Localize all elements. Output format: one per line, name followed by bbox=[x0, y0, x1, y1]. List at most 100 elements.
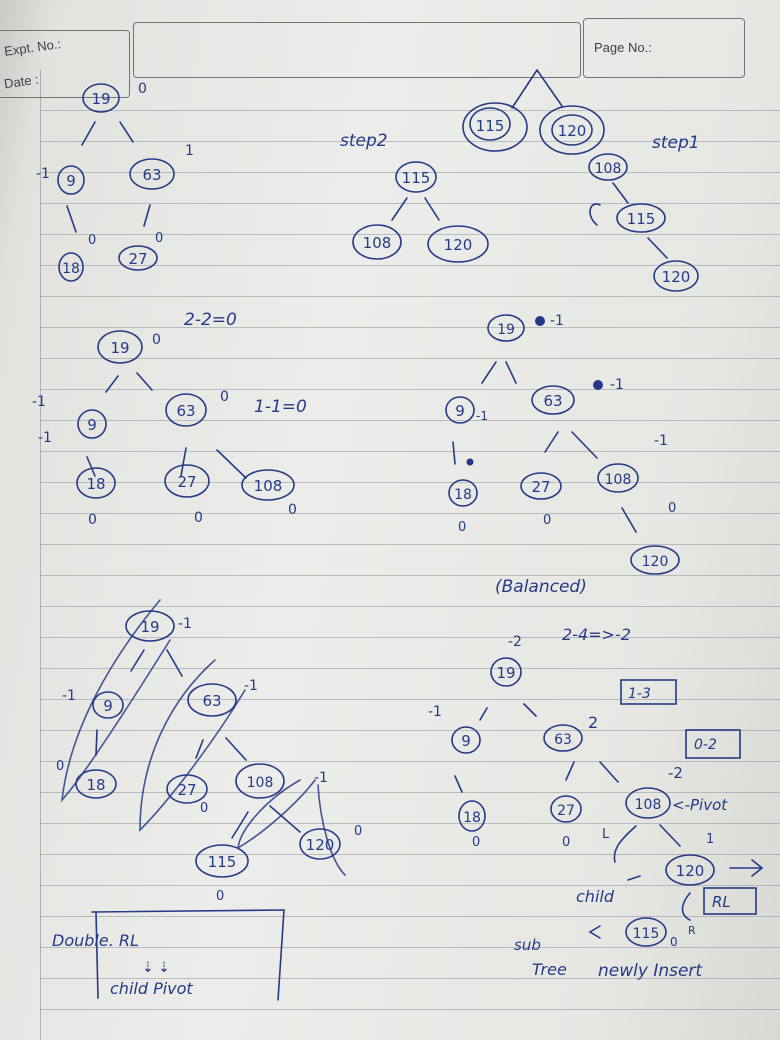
balance-0: 0 bbox=[138, 81, 147, 97]
ruled-line bbox=[40, 234, 780, 235]
ruled-line bbox=[40, 668, 780, 669]
balance-neg1: -1 bbox=[550, 313, 564, 329]
rotation-steps: 115 120 step2 115 108 120 step1 108 115 … bbox=[340, 69, 700, 292]
balance-neg1: -1 bbox=[428, 704, 442, 720]
step2-label: step2 bbox=[340, 131, 388, 151]
balance-1: 1 bbox=[706, 832, 714, 847]
newly-insert-label: newly Insert bbox=[598, 961, 703, 981]
tree-a: 19 0 9 -1 63 1 18 0 27 0 bbox=[36, 81, 194, 282]
balance-0: 0 bbox=[155, 231, 163, 246]
ruled-line bbox=[40, 823, 780, 824]
balance-0: 0 bbox=[88, 512, 97, 528]
ruled-line bbox=[40, 730, 780, 731]
ruled-line bbox=[40, 451, 780, 452]
margin-line bbox=[40, 70, 41, 1040]
node-18: 18 bbox=[454, 487, 472, 503]
child-label: child bbox=[576, 887, 615, 906]
node-27: 27 bbox=[128, 250, 147, 268]
node-19: 19 bbox=[496, 664, 515, 682]
balance-2: 2 bbox=[588, 713, 598, 732]
balance-0: 0 bbox=[56, 759, 64, 774]
node-120: 120 bbox=[558, 122, 587, 140]
rotation-L: L bbox=[602, 827, 610, 842]
balance-0: 0 bbox=[472, 835, 480, 850]
ruled-line bbox=[40, 513, 780, 514]
tree-d: 19 -1 9 -1 63 -1 18 0 27 0 108 115 0 120… bbox=[56, 599, 362, 904]
node-120: 120 bbox=[676, 862, 705, 880]
ruled-line bbox=[40, 792, 780, 793]
node-9: 9 bbox=[87, 416, 97, 434]
ruled-line bbox=[40, 978, 780, 979]
page-no-box bbox=[583, 18, 745, 78]
tree-e: -2 2-4=>-2 19 -1 9 63 2 1-3 0-2 18 0 27 … bbox=[428, 625, 764, 981]
ruled-line bbox=[40, 482, 780, 483]
balance-neg1: -1 bbox=[476, 409, 488, 423]
balance-0: 0 bbox=[194, 510, 203, 526]
balance-0: 0 bbox=[670, 935, 678, 949]
balance-0: 0 bbox=[288, 502, 297, 518]
page-no-label: Page No.: bbox=[594, 40, 652, 55]
balance-1: 1 bbox=[185, 143, 194, 159]
node-115: 115 bbox=[402, 169, 431, 187]
node-115: 115 bbox=[476, 117, 505, 135]
node-108: 108 bbox=[247, 775, 274, 791]
rl-label: RL bbox=[712, 893, 731, 911]
step1-label: step1 bbox=[652, 133, 700, 153]
node-63: 63 bbox=[176, 402, 195, 420]
ruled-line bbox=[40, 637, 780, 638]
balance-0: 0 bbox=[220, 389, 229, 405]
balance-0: 0 bbox=[354, 824, 362, 839]
node-9: 9 bbox=[66, 172, 76, 190]
balance-neg1: -1 bbox=[36, 166, 50, 182]
ruled-line bbox=[40, 327, 780, 328]
ruled-line bbox=[40, 606, 780, 607]
ruled-line bbox=[40, 947, 780, 948]
node-115: 115 bbox=[627, 210, 656, 228]
balance-neg1: -1 bbox=[32, 394, 46, 410]
node-108: 108 bbox=[635, 797, 662, 813]
balance-neg1: -1 bbox=[178, 616, 192, 632]
double-rl-note: Double. RL ⇣ ⇣ child Pivot bbox=[52, 909, 285, 1001]
node-27: 27 bbox=[177, 473, 196, 491]
calc-2-4: 2-4=>-2 bbox=[562, 625, 631, 644]
ruled-line bbox=[40, 699, 780, 700]
balance-neg1: -1 bbox=[654, 433, 668, 449]
tree-label: Tree bbox=[532, 960, 567, 979]
node-19: 19 bbox=[91, 90, 110, 108]
node-9: 9 bbox=[103, 697, 113, 715]
node-27: 27 bbox=[531, 478, 550, 496]
balance-0: 0 bbox=[152, 332, 161, 348]
ruled-line bbox=[40, 761, 780, 762]
balance-0: 0 bbox=[562, 835, 570, 850]
ruled-line bbox=[40, 544, 780, 545]
node-27: 27 bbox=[177, 781, 196, 799]
ruled-line bbox=[40, 389, 780, 390]
title-box bbox=[133, 22, 581, 78]
ruled-line bbox=[40, 296, 780, 297]
node-108: 108 bbox=[605, 472, 632, 488]
node-18: 18 bbox=[86, 776, 105, 794]
node-63: 63 bbox=[142, 166, 161, 184]
child-pivot-label: child Pivot bbox=[110, 979, 193, 998]
node-18: 18 bbox=[463, 810, 481, 826]
node-120: 120 bbox=[662, 268, 691, 286]
node-115: 115 bbox=[208, 853, 237, 871]
balance-neg1: -1 bbox=[62, 688, 76, 704]
box-0-2: 0-2 bbox=[694, 737, 717, 753]
node-120: 120 bbox=[306, 836, 335, 854]
balance-minus2: -2 bbox=[668, 764, 683, 782]
pivot-label: <-Pivot bbox=[672, 796, 728, 814]
balance-neg1: -1 bbox=[610, 377, 624, 393]
expt-date-box bbox=[0, 30, 130, 98]
calc-2-2: 2-2=0 bbox=[184, 310, 237, 330]
sub-label: sub bbox=[514, 936, 541, 954]
ruled-line bbox=[40, 172, 780, 173]
ruled-line bbox=[40, 885, 780, 886]
balance-0: 0 bbox=[200, 801, 208, 816]
node-120: 120 bbox=[642, 554, 669, 570]
down-arrows: ⇣ ⇣ bbox=[142, 960, 170, 976]
ruled-line bbox=[40, 358, 780, 359]
balance-0: 0 bbox=[543, 513, 551, 528]
balance-neg2: -2 bbox=[508, 634, 522, 650]
balance-0: 0 bbox=[458, 520, 466, 535]
